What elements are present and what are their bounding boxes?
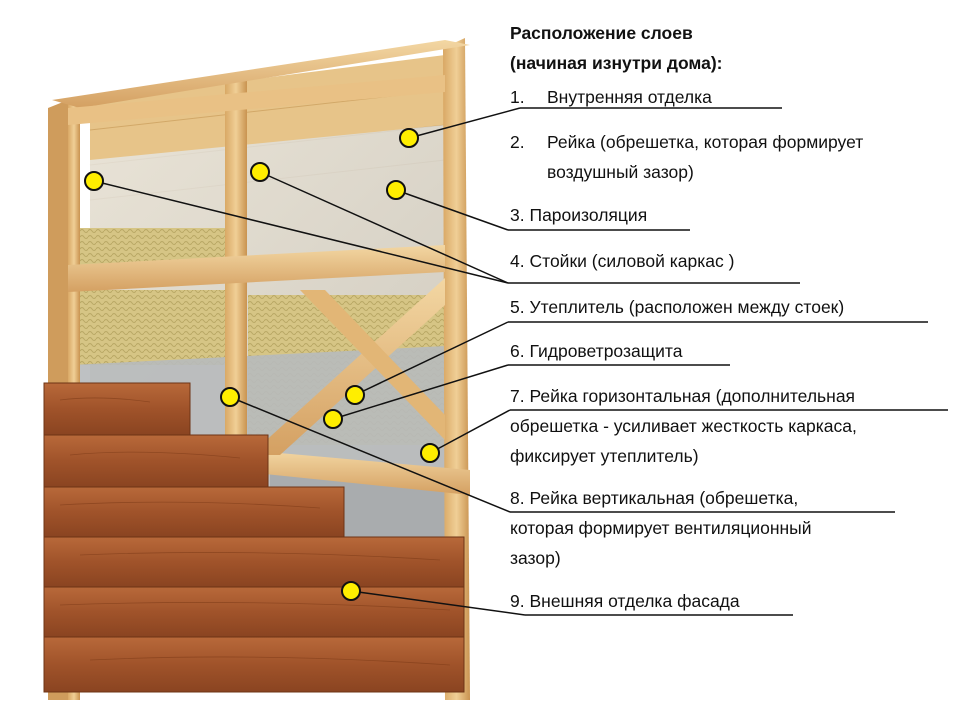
marker-8 bbox=[220, 387, 240, 407]
legend-text: Внутренняя отделка bbox=[547, 87, 712, 107]
legend-number: 7. bbox=[510, 386, 525, 406]
legend-text: Внешняя отделка фасада bbox=[529, 591, 740, 611]
leader-lines bbox=[93, 107, 948, 616]
legend-number: 4. bbox=[510, 251, 525, 271]
legend-text: обрешетка - усиливает жесткость каркаса, bbox=[510, 416, 857, 436]
marker-4 bbox=[84, 171, 104, 191]
leader-3 bbox=[395, 189, 509, 231]
legend-text: Утеплитель (расположен между стоек) bbox=[529, 297, 845, 317]
legend-title-line-2: (начиная изнутри дома): bbox=[510, 53, 723, 73]
legend-text: Пароизоляция bbox=[529, 205, 648, 225]
legend-title-line-1: Расположение слоев bbox=[510, 23, 693, 43]
legend-number: 2. bbox=[510, 132, 525, 152]
marker-1 bbox=[399, 128, 419, 148]
legend-item-7: 7. Рейка горизонтальная (дополнительная … bbox=[510, 381, 857, 471]
marker-3 bbox=[386, 180, 406, 200]
legend-text: Рейка (обрешетка, которая формирует bbox=[547, 132, 864, 152]
legend-text: Гидроветрозащита bbox=[529, 341, 683, 361]
leader-6 bbox=[332, 364, 509, 420]
leader-9 bbox=[350, 590, 526, 616]
leader-7 bbox=[429, 409, 511, 454]
legend-text: фиксирует утеплитель) bbox=[510, 446, 699, 466]
marker-2 bbox=[250, 162, 270, 182]
frame-rails bbox=[52, 40, 470, 495]
legend-text: воздушный зазор) bbox=[547, 162, 694, 182]
leader-4 bbox=[93, 180, 509, 284]
markers bbox=[84, 128, 440, 601]
marker-6 bbox=[323, 409, 343, 429]
marker-7 bbox=[420, 443, 440, 463]
legend-number: 8. bbox=[510, 488, 525, 508]
legend-text: которая формирует вентиляционный bbox=[510, 518, 812, 538]
legend-title: Расположение слоев (начиная изнутри дома… bbox=[510, 18, 723, 78]
legend-item-1: 1. Внутренняя отделка bbox=[510, 82, 712, 112]
leader-1 bbox=[408, 107, 521, 139]
leader-2 bbox=[259, 171, 509, 284]
exterior-siding bbox=[43, 382, 465, 693]
legend-text: Рейка вертикальная (обрешетка, bbox=[529, 488, 799, 508]
legend-number: 6. bbox=[510, 341, 525, 361]
legend-item-4: 4. Стойки (силовой каркас ) bbox=[510, 246, 734, 276]
legend-number: 9. bbox=[510, 591, 525, 611]
legend-number: 3. bbox=[510, 205, 525, 225]
leader-8 bbox=[229, 396, 511, 513]
legend-item-2: 2. Рейка (обрешетка, которая формирует во… bbox=[510, 127, 863, 187]
legend-item-6: 6. Гидроветрозащита bbox=[510, 336, 682, 366]
legend-text: зазор) bbox=[510, 548, 561, 568]
diagonal-brace bbox=[250, 278, 445, 455]
legend-number: 1. bbox=[510, 87, 525, 107]
legend-text: Рейка горизонтальная (дополнительная bbox=[529, 386, 856, 406]
legend-text: Стойки (силовой каркас ) bbox=[529, 251, 735, 271]
legend-item-3: 3. Пароизоляция bbox=[510, 200, 647, 230]
leader-5 bbox=[354, 321, 509, 396]
marker-5 bbox=[345, 385, 365, 405]
legend-item-9: 9. Внешняя отделка фасада bbox=[510, 586, 740, 616]
legend-item-5: 5. Утеплитель (расположен между стоек) bbox=[510, 292, 844, 322]
marker-9 bbox=[341, 581, 361, 601]
legend-number: 5. bbox=[510, 297, 525, 317]
legend-item-8: 8. Рейка вертикальная (обрешетка, котора… bbox=[510, 483, 812, 573]
